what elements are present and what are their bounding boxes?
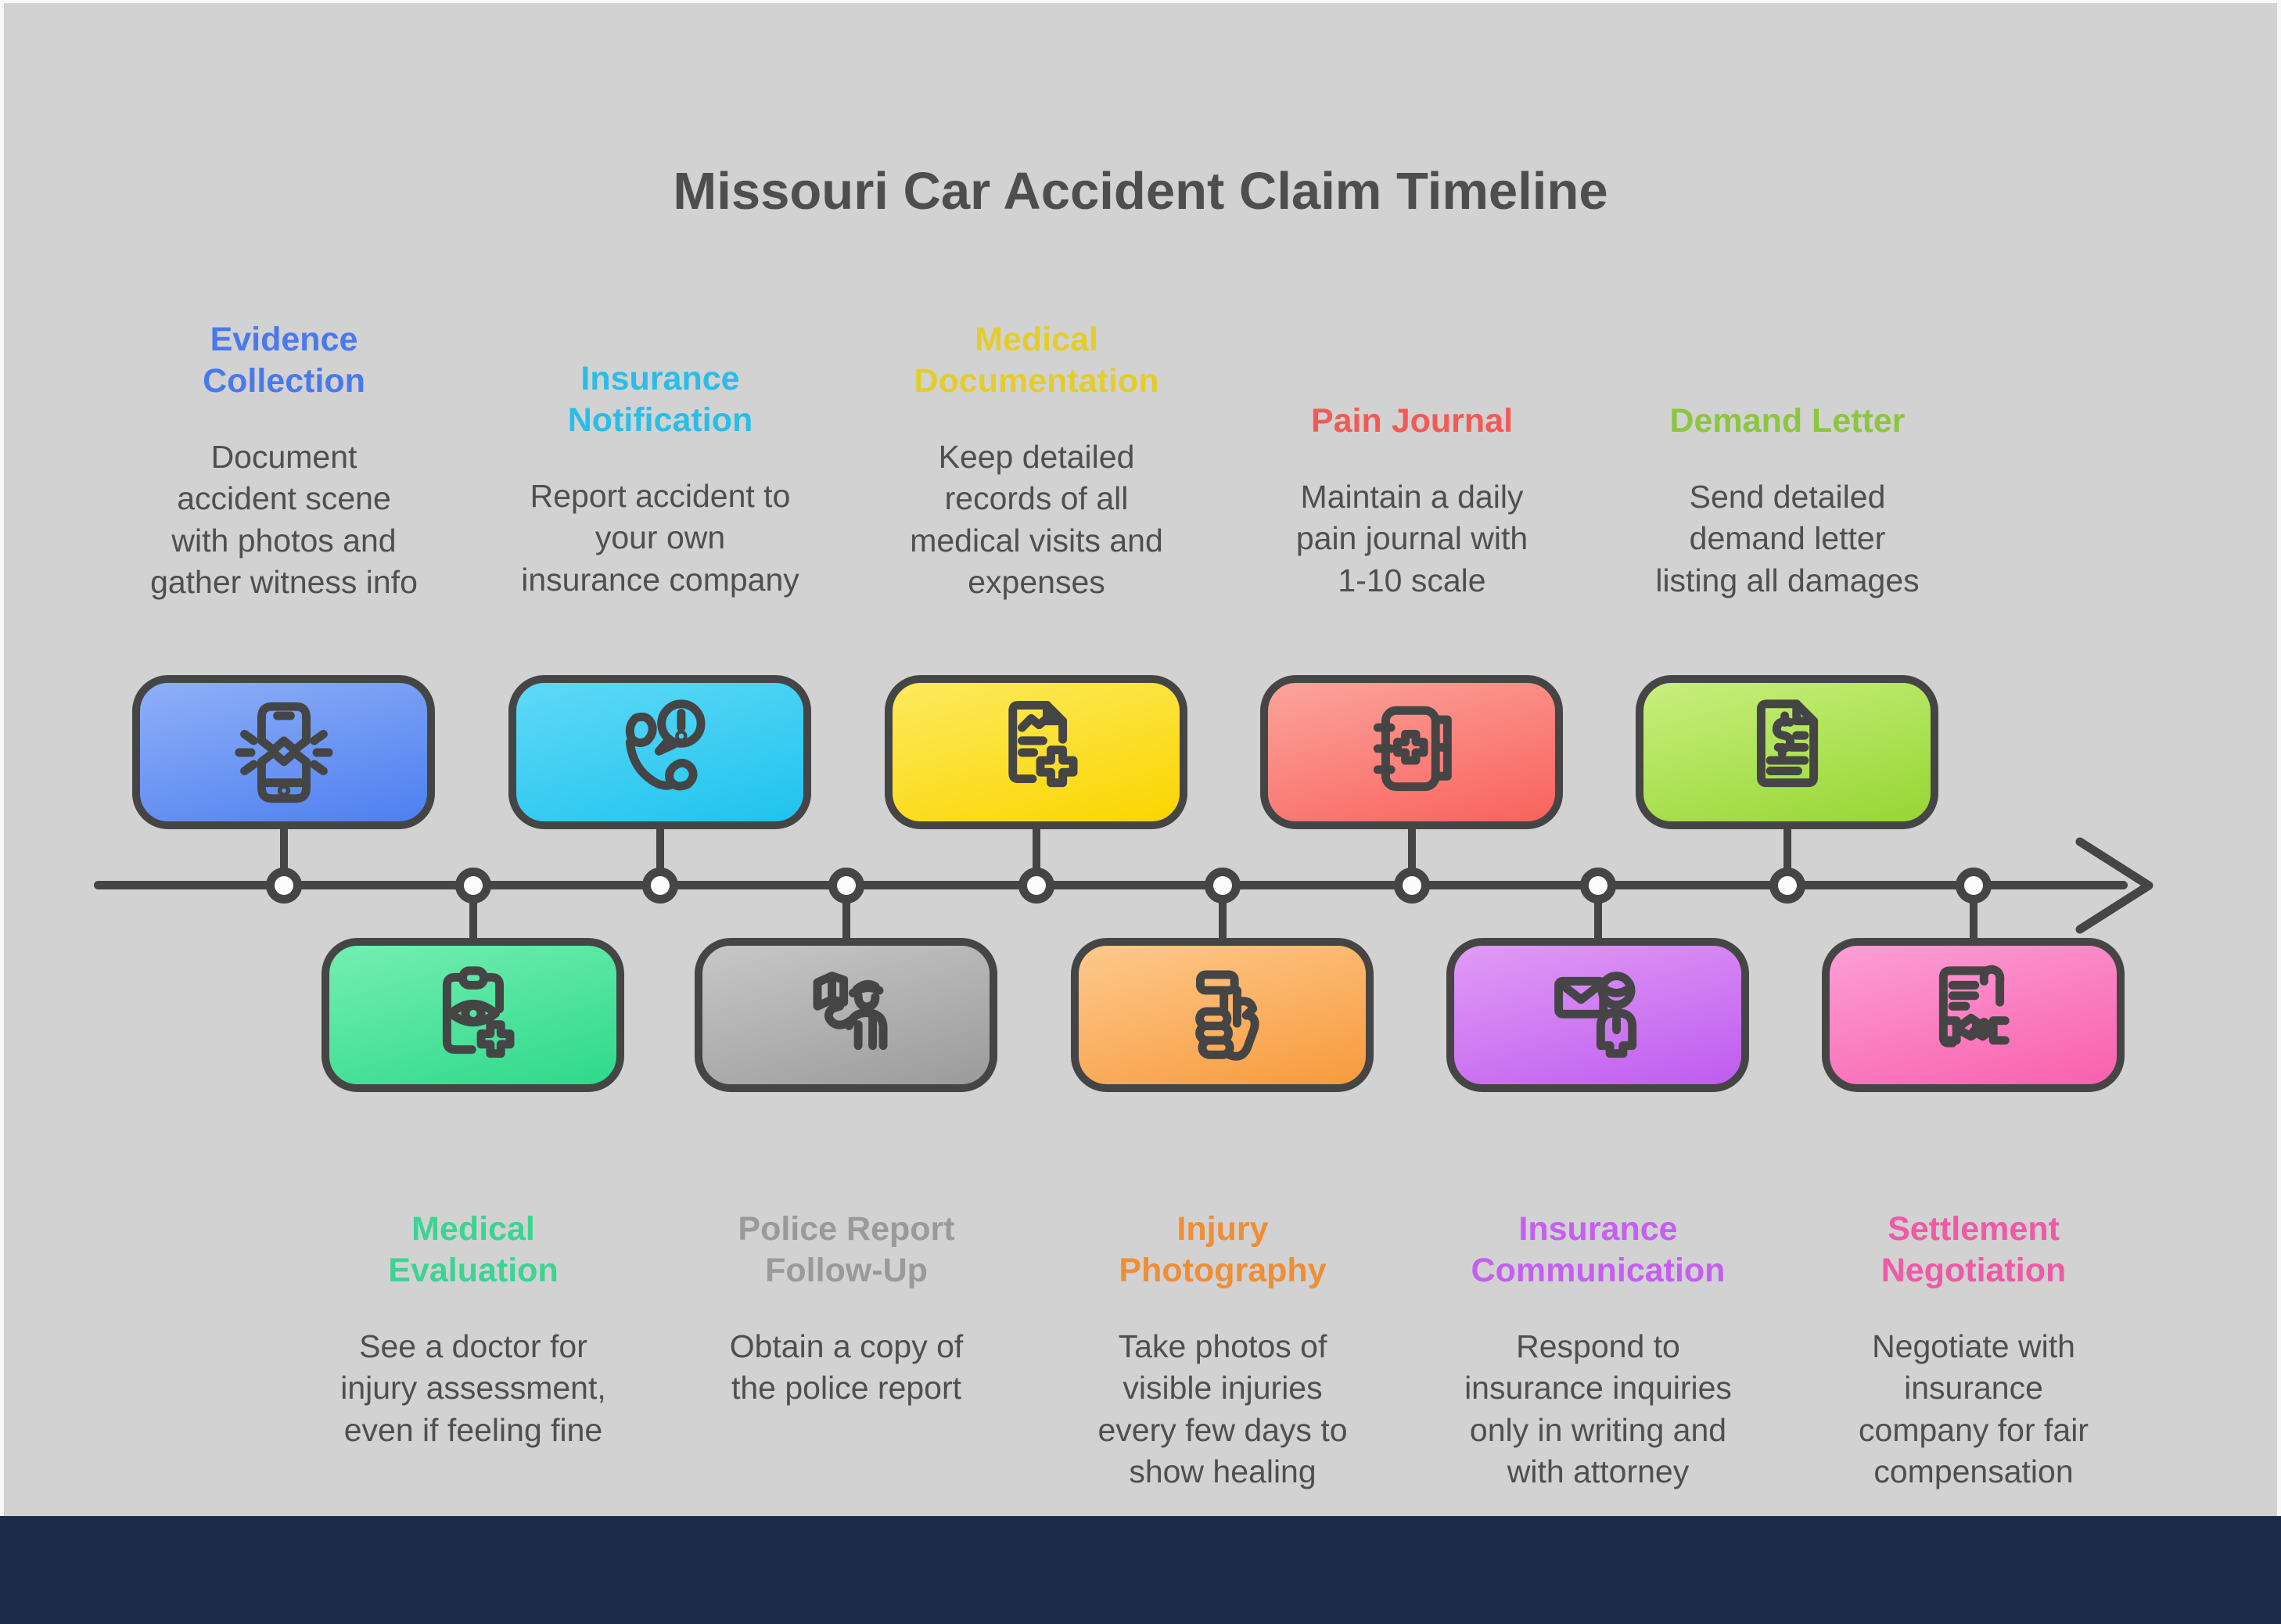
timeline-step: Insurance Notification Report accident t… xyxy=(472,0,848,1624)
connector-line xyxy=(1033,825,1040,888)
timeline-node-dot xyxy=(1956,868,1992,904)
page-title: Missouri Car Accident Claim Timeline xyxy=(673,162,1608,221)
step-icon-box xyxy=(1071,938,1374,1092)
timeline-step: Pain Journal Maintain a daily pain journ… xyxy=(1224,0,1600,1624)
timeline-node-dot xyxy=(1580,868,1616,904)
connector-line xyxy=(280,825,288,888)
step-title: Demand Letter xyxy=(1669,402,1906,440)
timeline-node-dot xyxy=(1394,868,1430,904)
timeline-arrowhead-icon xyxy=(2075,837,2153,934)
step-title: Insurance Notification xyxy=(567,360,753,440)
step-description: Respond to insurance inquiries only in w… xyxy=(1464,1328,1732,1489)
step-icon-box xyxy=(508,675,811,829)
step-title: Police Report Follow-Up xyxy=(738,1210,955,1290)
step-description: Document accident scene with photos and … xyxy=(150,439,418,600)
step-description: Report accident to your own insurance co… xyxy=(521,478,799,598)
connector-line xyxy=(656,825,664,888)
phone-alert-icon xyxy=(625,699,706,790)
step-description: Negotiate with insurance company for fai… xyxy=(1859,1328,2089,1489)
step-icon-box xyxy=(1446,938,1749,1092)
step-title: Injury Photography xyxy=(1119,1210,1327,1290)
mail-person-icon xyxy=(1554,971,1636,1058)
timeline-node-dot xyxy=(642,868,678,904)
timeline-step: Police Report Follow-Up Obtain a copy of… xyxy=(659,0,1034,1624)
timeline-node-dot xyxy=(455,868,491,904)
step-description: Keep detailed records of all medical vis… xyxy=(910,439,1163,600)
medical-journal-icon xyxy=(1373,706,1452,791)
step-icon-box xyxy=(1822,938,2125,1092)
step-title: Medical Evaluation xyxy=(388,1210,559,1290)
timeline-step: Demand Letter Send detailed demand lette… xyxy=(1600,0,1975,1624)
connector-line xyxy=(1594,884,1602,940)
timeline-step: Injury Photography Take photos of visibl… xyxy=(1035,0,1410,1624)
footer-bar xyxy=(0,1516,2281,1624)
police-officer-icon xyxy=(813,971,887,1050)
timeline-step: Medical Documentation Keep detailed reco… xyxy=(849,0,1224,1624)
timeline-node-dot xyxy=(266,868,302,904)
step-icon-box xyxy=(1260,675,1563,829)
clipboard-eye-icon xyxy=(442,965,514,1058)
timeline-node-dot xyxy=(1769,868,1805,904)
step-description: Maintain a daily pain journal with 1-10 … xyxy=(1295,479,1528,598)
timeline-step: Medical Evaluation See a doctor for inju… xyxy=(286,0,661,1624)
timeline-step: Settlement Negotiation Negotiate with in… xyxy=(1786,0,2161,1624)
step-description: Send detailed demand letter listing all … xyxy=(1655,479,1920,598)
step-title: Settlement Negotiation xyxy=(1880,1210,2067,1290)
timeline-node-dot xyxy=(828,868,864,904)
step-description: Take photos of visible injuries every fe… xyxy=(1097,1328,1348,1489)
medical-document-icon xyxy=(1008,700,1077,787)
timeline-step: Insurance Communication Respond to insur… xyxy=(1410,0,1786,1624)
step-title: Insurance Communication xyxy=(1471,1210,1726,1290)
step-title: Evidence Collection xyxy=(203,321,365,401)
step-description: Obtain a copy of the police report xyxy=(729,1328,964,1407)
timeline-step: Evidence Collection Document accident sc… xyxy=(96,0,472,1624)
step-title: Pain Journal xyxy=(1310,402,1514,440)
connector-line xyxy=(842,884,850,940)
step-icon-box xyxy=(1636,675,1938,829)
step-icon-box xyxy=(132,675,435,829)
contract-handshake-icon xyxy=(1938,965,2010,1047)
hand-holding-camera-icon xyxy=(1194,969,1259,1061)
broken-phone-icon xyxy=(234,702,333,803)
connector-line xyxy=(1783,825,1791,888)
step-icon-box xyxy=(695,938,997,1092)
step-icon-box xyxy=(885,675,1187,829)
step-icon-box xyxy=(321,938,624,1092)
connector-line xyxy=(469,884,477,940)
timeline-node-dot xyxy=(1205,868,1241,904)
connector-line xyxy=(1970,884,1977,940)
step-description: See a doctor for injury assessment, even… xyxy=(340,1328,606,1448)
connector-line xyxy=(1219,884,1227,940)
timeline-axis xyxy=(94,881,2128,889)
connector-line xyxy=(1408,825,1416,888)
timeline-node-dot xyxy=(1018,868,1054,904)
step-title: Medical Documentation xyxy=(914,321,1159,401)
dollar-document-icon xyxy=(1756,699,1818,787)
